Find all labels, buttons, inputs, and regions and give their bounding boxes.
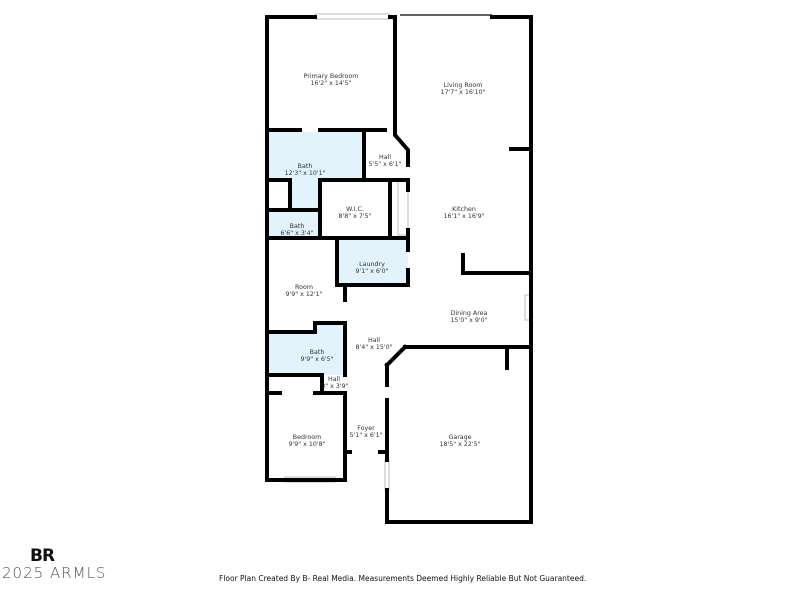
room-name: Bedroom [293,434,321,441]
disclaimer: Floor Plan Created By B- Real Media. Mea… [219,574,587,583]
room-name: Living Room [444,82,483,89]
bath-small-fill [269,210,320,238]
logo-copyright: 2025 ARMLS [2,564,107,582]
room-name: Bath [290,223,305,230]
room-name: Primary Bedroom [304,73,359,80]
room-name: Bath [310,349,325,356]
room-name: Hall [379,154,391,161]
room-size: 15'0" x 9'0" [450,317,487,324]
room-name: Dining Area [451,310,488,317]
room-size: 9'9" x 10'8" [288,441,325,448]
room-name: Laundry [359,261,385,268]
room-labels: Primary Bedroom 16'2" x 14'5" Living Roo… [280,73,487,448]
room-size: 16'1" x 16'9" [443,213,484,220]
room-size: 9'9" x 6'5" [300,356,333,363]
room-size: 6'6" x 3'4" [280,230,313,237]
room-size: 5'1" x 6'1" [349,432,382,439]
room-size: 9'9" x 12'1" [285,291,322,298]
bath-lower-fill [269,323,345,375]
room-name: Foyer [357,425,375,432]
room-size: 18'5" x 22'5" [439,441,480,448]
room-name: Hall [328,376,340,383]
room-size: '3" x 3'9" [319,383,348,390]
room-size: 9'1" x 6'0" [355,268,388,275]
room-name: Room [295,284,313,291]
room-size: 16'2" x 14'5" [310,80,351,87]
room-size: 12'3" x 10'1" [284,170,325,177]
walls [265,15,533,524]
wet-room-fills [269,132,408,375]
logo-brand: BR [30,546,55,566]
room-size: 8'8" x 7'5" [338,213,371,220]
room-name: Bath [298,163,313,170]
room-name: Hall [368,337,380,344]
laundry-fill [337,238,408,285]
room-name: W.I.C. [346,206,364,213]
room-size: 17'7" x 16'10" [440,89,485,96]
room-size: 5'5" x 6'1" [368,161,401,168]
room-name: Kitchen [452,206,476,213]
room-size: 8'4" x 15'0" [355,344,392,351]
bath-primary-fill [269,132,364,210]
room-name: Garage [448,434,471,441]
